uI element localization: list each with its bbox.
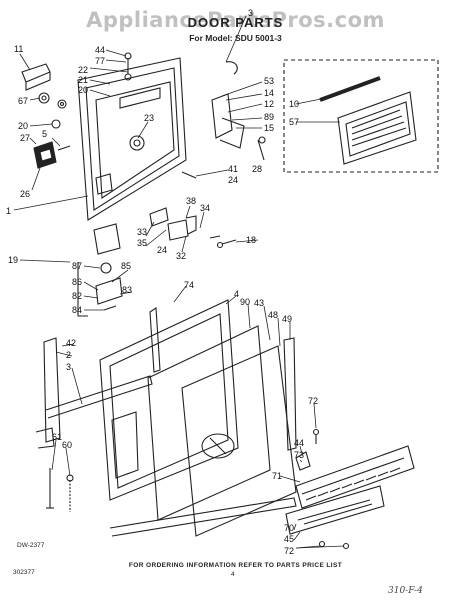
bottom-trim-strip xyxy=(45,375,153,419)
callout-14: 14 xyxy=(264,88,274,98)
callout-74: 74 xyxy=(184,280,194,290)
callout-85: 85 xyxy=(121,261,131,271)
callout-20-second: 20 xyxy=(18,121,28,131)
callout-35: 35 xyxy=(137,238,147,248)
callout-48: 48 xyxy=(268,310,278,320)
callout-57: 57 xyxy=(289,117,299,127)
diagram-code: DW-2377 xyxy=(17,542,45,549)
callout-22: 22 xyxy=(78,65,88,75)
callout-70: 70 xyxy=(284,523,294,533)
callout-19: 19 xyxy=(8,255,18,265)
callout-86: 86 xyxy=(72,277,82,287)
callout-41: 41 xyxy=(228,164,238,174)
inner-door-panel xyxy=(77,57,187,221)
callout-32: 32 xyxy=(176,251,186,261)
callout-3: 3 xyxy=(248,8,253,18)
callout-49: 49 xyxy=(282,314,292,324)
document-code: 302377 xyxy=(13,569,35,576)
callout-43: 43 xyxy=(254,298,264,308)
callout-38: 38 xyxy=(186,196,196,206)
upper-hinge-rod xyxy=(149,307,161,373)
callout-87: 87 xyxy=(72,261,82,271)
door-panel-insulation xyxy=(147,325,271,521)
callout-18: 18 xyxy=(246,235,256,245)
leader-lines xyxy=(13,15,345,549)
callout-27: 27 xyxy=(20,133,30,143)
outer-door-frame xyxy=(99,299,239,501)
callout-5: 5 xyxy=(42,129,47,139)
callout-67: 67 xyxy=(18,96,28,106)
callout-77: 77 xyxy=(95,56,105,66)
small-pin-part xyxy=(216,239,237,249)
callout-82: 82 xyxy=(72,291,82,301)
diagram-title: DOOR PARTS xyxy=(187,15,284,30)
callout-42: 42 xyxy=(66,338,76,348)
detergent-dispenser-parts xyxy=(77,223,123,317)
callout-21: 21 xyxy=(78,75,88,85)
spring-parts xyxy=(46,468,74,512)
callout-4: 4 xyxy=(234,289,239,299)
callout-61: 61 xyxy=(52,432,62,442)
ordering-footer: FOR ORDERING INFORMATION REFER TO PARTS … xyxy=(128,562,343,569)
callout-11: 11 xyxy=(14,44,23,54)
callout-53: 53 xyxy=(264,76,274,86)
lower-vent-panel xyxy=(295,445,415,509)
callout-45: 45 xyxy=(284,534,294,544)
callout-24: 24 xyxy=(228,175,238,185)
callout-72: 72 xyxy=(308,396,318,406)
callout-83: 83 xyxy=(122,285,132,295)
callout-44: 44 xyxy=(95,45,105,55)
callout-20: 20 xyxy=(78,85,88,95)
callout-10: 10 xyxy=(289,99,299,109)
callout-89: 89 xyxy=(264,112,274,122)
callout-33: 33 xyxy=(137,227,147,237)
latch-assembly xyxy=(181,61,266,179)
callout-15: 15 xyxy=(264,123,274,133)
bottom-rail xyxy=(109,497,297,537)
callout-34: 34 xyxy=(200,203,210,213)
kick-plate xyxy=(285,485,385,535)
page-number: 4 xyxy=(231,571,235,578)
callout-73: 73 xyxy=(294,450,304,460)
knob-parts xyxy=(38,92,71,151)
callout-2: 2 xyxy=(66,350,71,360)
callout-12: 12 xyxy=(264,99,274,109)
door-front-panel xyxy=(181,345,297,537)
callout-71: 71 xyxy=(272,471,282,481)
callout-labels: 11 44 77 22 21 20 67 20 5 27 26 1 23 3 5… xyxy=(6,8,318,556)
callout-24-second: 24 xyxy=(157,245,167,255)
callout-23: 23 xyxy=(144,113,154,123)
callout-90: 90 xyxy=(240,297,250,307)
callout-26: 26 xyxy=(20,189,30,199)
callout-3-lower: 3 xyxy=(66,362,71,372)
side-trim-strip xyxy=(283,337,297,451)
model-subtitle: For Model: SDU 5001-3 xyxy=(189,33,282,43)
callout-72-lower: 72 xyxy=(284,546,294,556)
callout-60: 60 xyxy=(62,440,72,450)
callout-84: 84 xyxy=(72,305,82,315)
small-clip-parts xyxy=(295,428,350,550)
callout-1: 1 xyxy=(6,206,11,216)
hinge-bracket-part xyxy=(21,63,51,91)
watermark: AppliancePartsPros.com xyxy=(86,8,385,32)
handwritten-note: 310-F-4 xyxy=(388,586,423,596)
vent-assembly-group xyxy=(283,59,439,173)
callout-44-lower: 44 xyxy=(294,438,304,448)
screw-parts xyxy=(124,52,132,81)
switch-box-part xyxy=(33,141,57,169)
callout-28: 28 xyxy=(252,164,262,174)
hinge-parts-middle xyxy=(149,207,221,241)
left-hinge-arm xyxy=(35,337,61,449)
